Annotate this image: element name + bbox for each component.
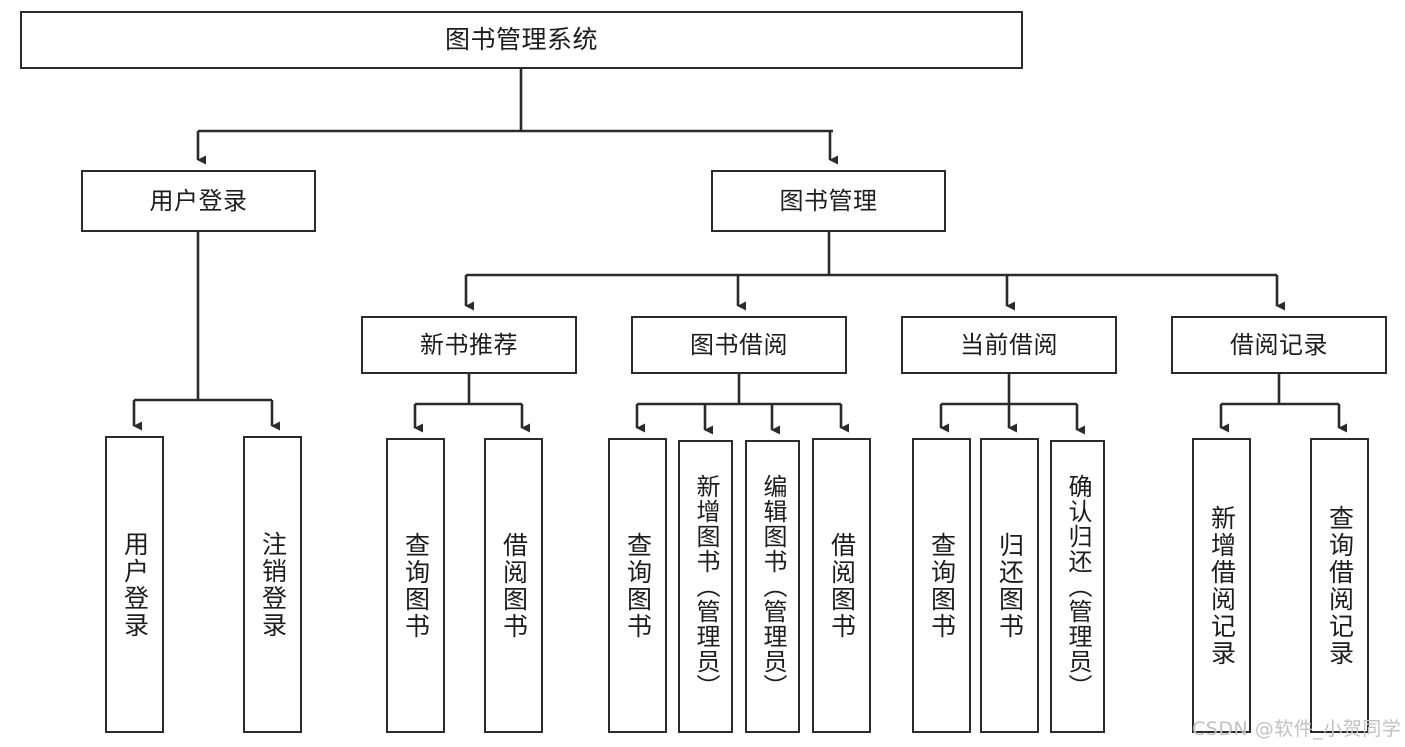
node-leaf-add-book-admin[interactable]: 新增图书（管理员） — [678, 440, 733, 733]
node-leaf-confirm-return-admin[interactable]: 确认归还（管理员） — [1050, 440, 1105, 733]
node-label: 新增图书（管理员） — [691, 474, 720, 699]
node-label: 图书借阅 — [690, 330, 788, 359]
node-label: 查询借阅记录 — [1325, 504, 1355, 667]
node-label: 借阅记录 — [1230, 330, 1328, 359]
node-borrowing-record[interactable]: 借阅记录 — [1171, 316, 1387, 374]
edges-userlogin-to-leaves — [132, 232, 280, 431]
node-leaf-logout-login[interactable]: 注销登录 — [243, 436, 302, 733]
node-leaf-query-book-recommendation[interactable]: 查询图书 — [386, 438, 445, 733]
csdn-watermark: CSDN @软件_小贺同学 — [1192, 718, 1402, 740]
node-label: 新书推荐 — [420, 330, 518, 359]
edges-newbook-to-leaves — [413, 374, 530, 433]
node-label: 新增借阅记录 — [1207, 504, 1237, 667]
node-leaf-borrow-book-recommendation[interactable]: 借阅图书 — [484, 438, 543, 733]
node-label: 借阅图书 — [499, 531, 529, 640]
node-label: 用户登录 — [149, 186, 248, 215]
node-leaf-edit-book-admin[interactable]: 编辑图书（管理员） — [745, 440, 800, 733]
node-user-login[interactable]: 用户登录 — [81, 170, 316, 232]
node-leaf-query-borrow-record[interactable]: 查询借阅记录 — [1310, 438, 1369, 733]
node-root-system[interactable]: 图书管理系统 — [20, 11, 1023, 69]
edges-bookmanage-to-level3 — [464, 232, 1285, 311]
node-label: 确认归还（管理员） — [1063, 474, 1092, 699]
node-label: 查询图书 — [927, 531, 957, 640]
node-label: 用户登录 — [120, 530, 150, 639]
node-label: 注销登录 — [258, 530, 288, 639]
node-book-management[interactable]: 图书管理 — [711, 170, 946, 232]
node-label: 查询图书 — [623, 531, 653, 640]
node-label: 编辑图书（管理员） — [758, 474, 787, 699]
edges-root-to-level2 — [196, 69, 838, 165]
node-label: 图书管理系统 — [444, 25, 598, 54]
node-label: 当前借阅 — [960, 330, 1058, 359]
node-leaf-query-book-borrowing[interactable]: 查询图书 — [608, 438, 667, 733]
node-leaf-return-book[interactable]: 归还图书 — [980, 438, 1039, 733]
node-new-book-recommendation[interactable]: 新书推荐 — [361, 316, 577, 374]
node-book-borrowing[interactable]: 图书借阅 — [631, 316, 847, 374]
node-leaf-borrow-book-borrowing[interactable]: 借阅图书 — [812, 438, 871, 733]
node-leaf-add-borrow-record[interactable]: 新增借阅记录 — [1192, 438, 1251, 733]
node-leaf-query-book-current[interactable]: 查询图书 — [912, 438, 971, 733]
edges-bookborrow-to-leaves — [635, 374, 849, 435]
node-leaf-user-login[interactable]: 用户登录 — [105, 436, 164, 733]
node-current-borrowing[interactable]: 当前借阅 — [901, 316, 1117, 374]
node-label: 归还图书 — [995, 531, 1025, 640]
node-label: 借阅图书 — [827, 531, 857, 640]
edges-borrowrecord-to-leaves — [1219, 374, 1347, 433]
node-label: 查询图书 — [401, 531, 431, 640]
node-label: 图书管理 — [779, 186, 878, 215]
edges-currentborrow-to-leaves — [939, 374, 1085, 435]
